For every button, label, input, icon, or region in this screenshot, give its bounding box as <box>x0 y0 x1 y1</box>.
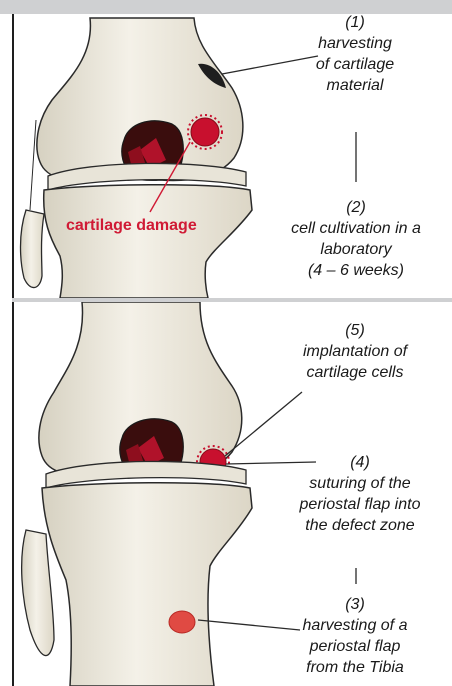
periostal-flap-site <box>169 611 195 633</box>
step1-number: (1) <box>280 12 430 33</box>
cartilage-lesion-top <box>191 118 219 146</box>
label-step4: (4) suturing of the periostal flap into … <box>280 452 440 536</box>
step1-line3: material <box>280 75 430 96</box>
fibula-top <box>21 210 45 288</box>
knee-bottom <box>22 302 252 686</box>
fibula-bottom <box>22 530 54 656</box>
step1-line1: harvesting <box>280 33 430 54</box>
step3-line2: periostal flap <box>280 636 430 657</box>
step5-line2: cartilage cells <box>280 362 430 383</box>
step5-line1: implantation of <box>280 341 430 362</box>
label-step5: (5) implantation of cartilage cells <box>280 320 430 383</box>
step1-line2: of cartilage <box>280 54 430 75</box>
step4-line1: suturing of the <box>280 473 440 494</box>
tibia-top <box>44 185 252 298</box>
label-step3: (3) harvesting of a periostal flap from … <box>280 594 430 678</box>
cartilage-damage-label: cartilage damage <box>66 217 197 235</box>
step3-line3: from the Tibia <box>280 657 430 678</box>
step3-number: (3) <box>280 594 430 615</box>
step2-line1: cell cultivation in a <box>275 218 437 239</box>
knee-top <box>21 18 253 298</box>
step4-line2: periostal flap into <box>280 494 440 515</box>
step4-line3: the defect zone <box>280 515 440 536</box>
step3-line1: harvesting of a <box>280 615 430 636</box>
step2-number: (2) <box>275 197 437 218</box>
step2-line2: laboratory <box>275 239 437 260</box>
fibula-line-top <box>30 120 36 210</box>
panel-divider <box>12 298 452 302</box>
step4-number: (4) <box>280 452 440 473</box>
label-step1: (1) harvesting of cartilage material <box>280 12 430 96</box>
label-step2: (2) cell cultivation in a laboratory (4 … <box>275 197 437 281</box>
step2-line3: (4 – 6 weeks) <box>275 260 437 281</box>
step5-number: (5) <box>280 320 430 341</box>
tibia-bottom <box>42 483 252 686</box>
